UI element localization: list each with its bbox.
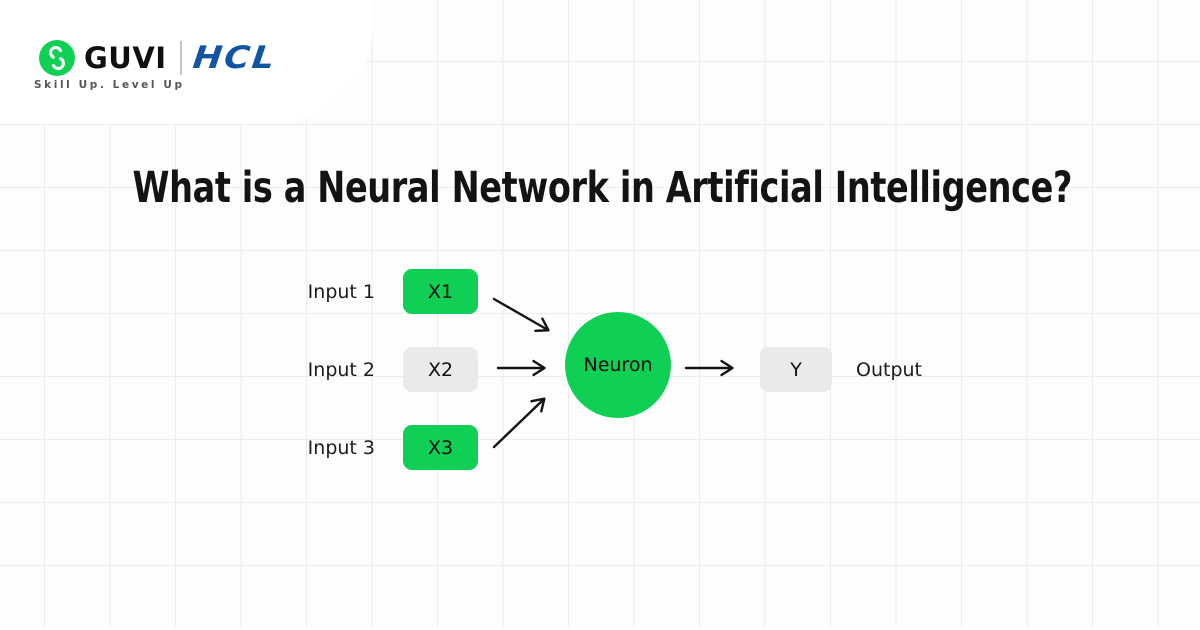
input-2-label: Input 2 xyxy=(307,359,375,381)
logo-row: GUVI HCL xyxy=(39,40,278,76)
hcl-wordmark: HCL xyxy=(190,40,279,76)
logo-divider xyxy=(179,41,182,75)
input-node-x1: X1 xyxy=(403,269,478,314)
guvi-wordmark: GUVI xyxy=(84,41,167,75)
input-3-label: Input 3 xyxy=(307,437,375,459)
input-node-x2: X2 xyxy=(403,347,478,392)
page-title: What is a Neural Network in Artificial I… xyxy=(132,163,1073,213)
input-node-x3: X3 xyxy=(403,425,478,470)
title-row: What is a Neural Network in Artificial I… xyxy=(0,163,1200,213)
output-node-y: Y xyxy=(760,347,832,392)
guvi-logo-icon xyxy=(39,40,75,76)
input-1-label: Input 1 xyxy=(307,281,375,303)
logo-card: GUVI HCL Skill Up. Level Up xyxy=(0,0,373,124)
brand-tagline: Skill Up. Level Up xyxy=(34,79,185,91)
neuron-node: Neuron xyxy=(565,312,671,418)
output-label: Output xyxy=(856,359,922,381)
